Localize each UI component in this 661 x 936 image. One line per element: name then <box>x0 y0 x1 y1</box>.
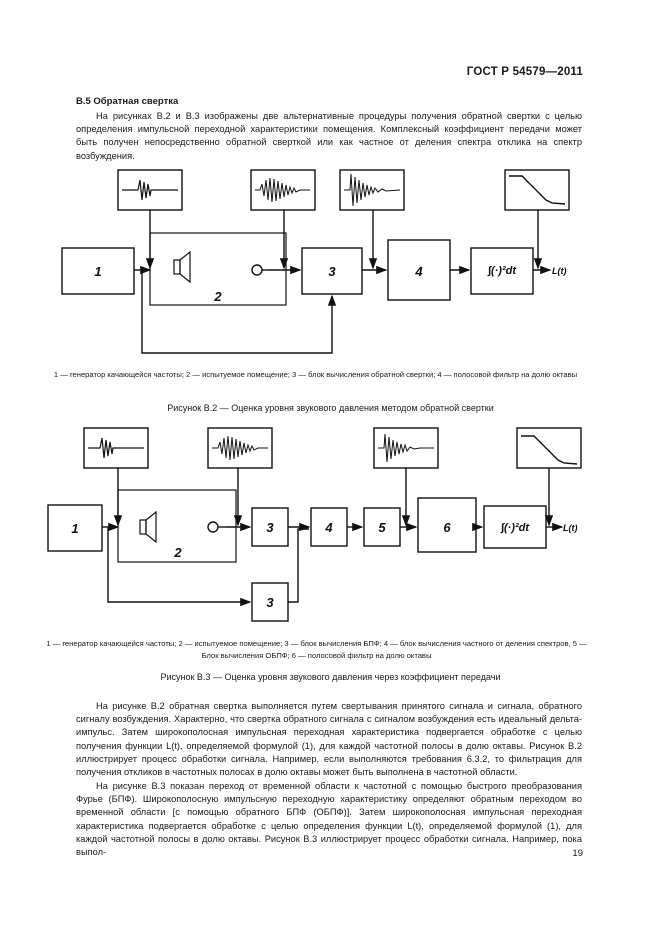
b3-block-1 <box>47 504 103 552</box>
figure-b2-diagram: 1 2 3 4 ∫(·)²dt L(t) <box>61 169 570 354</box>
figure-b2-legend: 1 — генератор качающейся частоты; 2 — ис… <box>53 370 578 379</box>
b3-label-4: 4 <box>324 520 333 535</box>
b3-decay-box <box>516 427 582 469</box>
b2-integral-label: ∫(·)²dt <box>487 265 517 277</box>
b2-label-3: 3 <box>328 264 336 279</box>
intro-paragraph: На рисунках В.2 и В.3 изображены две аль… <box>76 111 582 161</box>
b2-label-2: 2 <box>213 289 222 304</box>
b2-block-1 <box>61 247 135 295</box>
b3-output-label: L(t) <box>563 523 578 533</box>
section-title: В.5 Обратная свертка <box>76 96 179 107</box>
b2-output-label: L(t) <box>552 266 567 276</box>
b2-label-4: 4 <box>414 264 423 279</box>
b3-integral-label: ∫(·)²dt <box>500 522 530 534</box>
b2-block-integral <box>470 247 534 295</box>
b2-block-3 <box>301 247 363 295</box>
b2-label-1: 1 <box>94 264 101 279</box>
decay-curve-box <box>504 169 570 211</box>
b3-label-2: 2 <box>173 545 182 560</box>
figure-b3-diagram: 1 2 3 4 5 6 3 ∫(·)²dt L(t) <box>47 427 582 622</box>
body-paragraph-2: На рисунке В.3 показан переход от времен… <box>76 781 582 858</box>
b3-label-5: 5 <box>378 520 386 535</box>
b3-microphone-icon <box>207 521 219 533</box>
figure-b3-legend: 1 — генератор качающейся частоты; 2 — ис… <box>46 639 587 660</box>
b3-label-3a: 3 <box>266 520 274 535</box>
speaker-icon <box>173 259 181 275</box>
figure-b2-caption: Рисунок В.2 — Оценка уровня звукового да… <box>167 403 494 413</box>
page-number: 19 <box>572 848 583 859</box>
response-waveform-box <box>250 169 316 211</box>
microphone-icon <box>251 264 263 276</box>
b3-label-3b: 3 <box>266 595 274 610</box>
body-paragraph-1: На рисунке В.2 обратная свертка выполняе… <box>76 701 582 778</box>
b3-response-box <box>207 427 273 469</box>
b3-label-1: 1 <box>71 521 78 536</box>
b3-speaker-icon <box>139 519 147 535</box>
standard-header: ГОСТ Р 54579—2011 <box>466 66 583 78</box>
b3-label-6: 6 <box>443 520 451 535</box>
b3-excitation-box <box>83 427 149 469</box>
impulse-response-box <box>339 169 405 211</box>
figure-b3-caption: Рисунок В.3 — Оценка уровня звукового да… <box>160 672 501 682</box>
